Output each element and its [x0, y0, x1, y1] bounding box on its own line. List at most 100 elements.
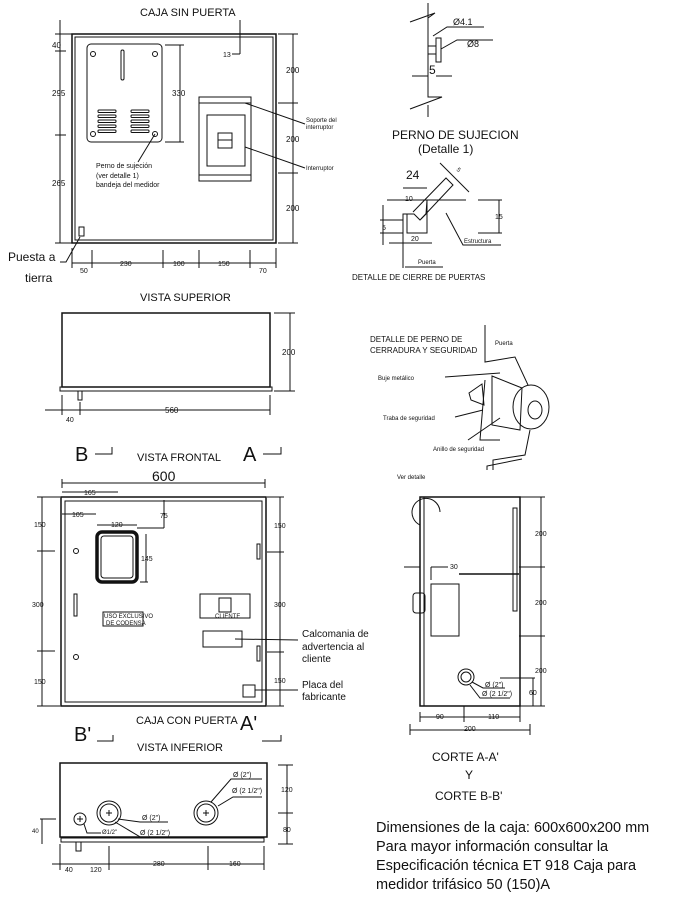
dim-label: 230 [120, 261, 132, 268]
box-bottom-outline [59, 762, 268, 838]
dim-label: 300 [274, 602, 286, 609]
note-line: Dimensiones de la caja: 600x600x200 mm [376, 820, 649, 836]
detail-title: DETALLE DE PERNO DE [370, 335, 462, 344]
door-hinges [73, 543, 261, 662]
dim-label: 265 [52, 179, 66, 188]
note-line: Para mayor información consultar la [376, 839, 609, 855]
client-breaker [199, 593, 251, 619]
traba-label: Traba de seguridad [383, 416, 435, 422]
dim-label: 40 [66, 417, 74, 424]
ver-detalle-label: Ver detalle [397, 475, 426, 481]
dim-label: Ø1/2" [102, 830, 117, 836]
dim-label: 60 [529, 690, 537, 697]
section-title: Y [465, 768, 473, 782]
soporte-label: Soporte del [306, 118, 337, 124]
breaker-rail [512, 507, 518, 612]
perno-label: bandeja del medidor [96, 182, 160, 189]
dim-label: 120 [111, 522, 123, 529]
dim-label: Ø4.1 [453, 17, 473, 27]
tray-vents [97, 109, 150, 133]
anillo-label: Anillo de seguridad [433, 447, 484, 453]
ground-terminal [78, 226, 85, 237]
box-inner-outline [74, 36, 274, 241]
dim-label: 100 [173, 261, 185, 268]
dim-label: 200 [535, 668, 547, 675]
box-without-door-view: CAJA SIN PUERTA 40 295 265 200 200 200 3… [8, 7, 337, 285]
plate-label: fabricante [302, 692, 346, 703]
conduit-hole [457, 668, 475, 686]
detail-title: DETALLE DE CIERRE DE PUERTAS [352, 273, 485, 282]
dim-label: Ø (2") [142, 815, 160, 822]
note-line: medidor trifásico 50 (150)A [376, 877, 550, 893]
dim-label: 120 [90, 867, 102, 874]
dim-label: 40 [65, 867, 73, 874]
detail-title: CERRADURA Y SEGURIDAD [370, 346, 478, 355]
dim-label: 200 [282, 348, 296, 357]
dim-label: 560 [165, 406, 179, 415]
dim-label: 300 [32, 602, 44, 609]
section-outline [419, 496, 521, 707]
interruptor-label: Interruptor [306, 166, 334, 172]
lower-view: VISTA INFERIOR Ø (2") Ø (2 1/2") Ø (2") … [32, 742, 293, 874]
dim-label: 50 [80, 268, 88, 275]
door-outline [64, 500, 263, 703]
dim-label: 10 [405, 196, 413, 203]
dim-label: 70 [259, 268, 267, 275]
view-title: CAJA SIN PUERTA [140, 7, 236, 19]
dim-label: Ø8 [467, 39, 479, 49]
lock [412, 592, 426, 614]
dim-label: 165 [84, 490, 96, 497]
buje-label: Buje metálico [378, 376, 415, 382]
soporte-label: interruptor [306, 125, 333, 131]
dim-label: 90 [436, 714, 444, 721]
tray-keyholes [90, 51, 158, 137]
section-marker-a2: A' [240, 713, 257, 735]
section-title: CORTE A-A' [432, 750, 499, 764]
dim-label: 24 [406, 168, 420, 182]
section-marker-a: A [243, 444, 257, 466]
breaker [206, 114, 246, 167]
box-front-outline [60, 496, 267, 707]
upper-view: VISTA SUPERIOR 200 40 560 [45, 292, 296, 424]
dim-label: 150 [274, 678, 286, 685]
puerta-label: Puerta [495, 341, 513, 347]
note-line: Especificación técnica ET 918 Caja para [376, 858, 637, 874]
codensa-label-text: USO EXCLUSIVO [104, 614, 153, 620]
dim-label: 15 [495, 214, 503, 221]
dim-label: 40 [52, 41, 61, 50]
puerta-label: Puerta [418, 260, 436, 266]
detail-subtitle: (Detalle 1) [418, 142, 473, 156]
ground-label: Puesta a [8, 250, 56, 264]
notes: Dimensiones de la caja: 600x600x200 mm P… [376, 820, 649, 893]
door-rail [59, 386, 273, 392]
breaker-support [198, 96, 252, 182]
dims-left [55, 20, 298, 268]
dim-label: 295 [52, 89, 66, 98]
dim-label: Ø (2 1/2") [232, 788, 262, 795]
dim-label: 150 [218, 261, 230, 268]
decal-label: advertencia al [302, 642, 364, 653]
dim-label: 150 [34, 679, 46, 686]
manufacturer-plate [242, 684, 256, 698]
perno-label: (ver detalle 1) [96, 173, 139, 180]
dim-label: 5 [382, 225, 386, 232]
plate-label: Placa del [302, 680, 343, 691]
door-close-detail: 24 5 10 5 20 15 Estructura Puerta DETALL… [352, 162, 503, 282]
meter-window [95, 530, 139, 584]
dim-label: 120 [281, 787, 293, 794]
section-marker-b2: B' [74, 724, 91, 746]
dim-label: 200 [464, 726, 476, 733]
detail-title: PERNO DE SUJECION [392, 128, 519, 142]
dim-label: 280 [153, 861, 165, 868]
ground-pin [77, 390, 83, 401]
door-rail [60, 837, 265, 843]
ground-pin [75, 841, 82, 852]
dim-label: 330 [172, 89, 186, 98]
lock-knob [512, 384, 550, 430]
dim-label: 105 [72, 512, 84, 519]
ground-label: tierra [25, 271, 53, 285]
perno-label: Perno de sujeción [96, 163, 152, 170]
dim-label: 200 [286, 204, 300, 213]
estructura-label: Estructura [464, 239, 492, 245]
